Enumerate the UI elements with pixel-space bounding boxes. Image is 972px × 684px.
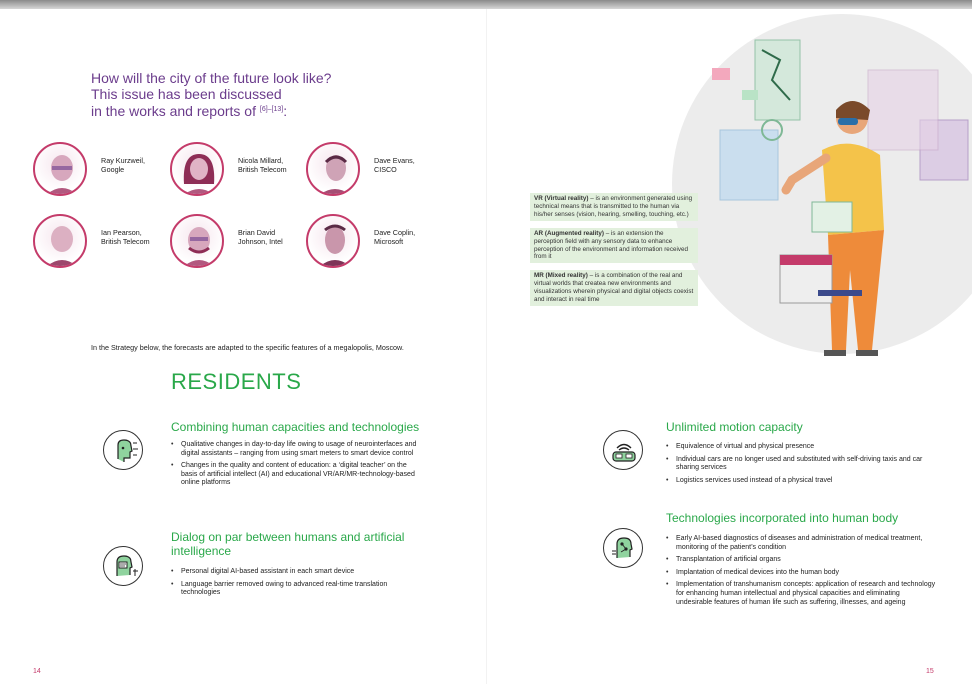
page-gutter xyxy=(486,9,487,684)
definition-term: AR (Augmented reality) xyxy=(534,229,604,237)
definition-text: – is a combination of the real and virtu… xyxy=(534,272,694,304)
person-name: Nicola Millard, xyxy=(238,156,284,165)
page-number-right: 15 xyxy=(926,668,934,675)
person-portrait xyxy=(170,142,224,196)
section-title: Unlimited motion capacity xyxy=(666,420,803,434)
person-name: Dave Coplin, xyxy=(374,228,416,237)
bullet-item: Early AI-based diagnostics of diseases a… xyxy=(666,535,936,552)
dialog-ai-icon xyxy=(103,546,143,586)
bullet-item: Equivalence of virtual and physical pres… xyxy=(666,443,936,452)
person-name: Dave Evans, xyxy=(374,156,415,165)
person-card: Ray Kurzweil,Google xyxy=(33,142,173,202)
definition-mr: MR (Mixed reality) – is a combination of… xyxy=(530,270,698,306)
definitions-panel: VR (Virtual reality) – is an environment… xyxy=(530,193,698,313)
question-refs: [6]–[13] xyxy=(259,106,284,113)
person-portrait xyxy=(306,142,360,196)
section-title: Technologies incorporated into human bod… xyxy=(666,511,899,525)
vr-user-illustration xyxy=(712,39,969,356)
implant-head-icon xyxy=(603,528,643,568)
bullet-item: Implementation of transhumanism concepts… xyxy=(666,581,936,607)
person-portrait xyxy=(33,142,87,196)
section-bullets: Personal digital AI-based assistant in e… xyxy=(171,568,421,602)
section-bullets: Equivalence of virtual and physical pres… xyxy=(666,443,936,489)
section-title: Dialog on par between humans and artific… xyxy=(171,530,405,558)
person-portrait xyxy=(306,214,360,268)
question-line-3-text: in the works and reports of xyxy=(91,103,260,119)
definition-text: – is an environment generated using tech… xyxy=(534,195,693,218)
bullet-item: Individual cars are no longer used and s… xyxy=(666,456,936,473)
definition-term: VR (Virtual reality) xyxy=(534,195,589,202)
person-org: CISCO xyxy=(374,165,397,174)
person-name: Brian David xyxy=(238,228,276,237)
human-tech-head-icon xyxy=(103,430,143,470)
question-line-3: in the works and reports of [6]–[13]: xyxy=(91,102,421,119)
top-toolbar-strip xyxy=(0,0,972,9)
bullet-item: Changes in the quality and content of ed… xyxy=(171,462,421,488)
question-tail: : xyxy=(283,103,288,119)
definition-term: MR (Mixed reality) xyxy=(534,272,588,280)
person-org: Microsoft xyxy=(374,237,404,246)
person-org: Johnson, Intel xyxy=(238,237,283,246)
person-name: Ian Pearson, xyxy=(101,228,142,237)
bullet-item: Personal digital AI-based assistant in e… xyxy=(171,568,421,577)
definition-text: – is an extension the perception field w… xyxy=(534,229,689,261)
intro-question: How will the city of the future look lik… xyxy=(91,70,421,119)
question-line-2: This issue has been discussed xyxy=(91,86,282,102)
person-org: British Telecom xyxy=(238,165,287,174)
person-card: Nicola Millard,British Telecom xyxy=(170,142,310,202)
person-org: Google xyxy=(101,165,125,174)
section-title: Combining human capacities and technolog… xyxy=(171,420,420,434)
section-bullets: Qualitative changes in day-to-day life o… xyxy=(171,441,421,492)
residents-heading: RESIDENTS xyxy=(171,369,302,394)
vr-headset-icon xyxy=(603,430,643,470)
person-card: Dave Coplin,Microsoft xyxy=(306,214,446,274)
definition-vr: VR (Virtual reality) – is an environment… xyxy=(530,193,698,221)
person-portrait xyxy=(33,214,87,268)
page-number-left: 14 xyxy=(33,668,41,675)
bullet-item: Transplantation of artificial organs xyxy=(666,556,936,565)
bullet-item: Language barrier removed owing to advanc… xyxy=(171,581,421,598)
bullet-item: Logistics services used instead of a phy… xyxy=(666,477,936,486)
question-line-1: How will the city of the future look lik… xyxy=(91,70,332,86)
bullet-item: Qualitative changes in day-to-day life o… xyxy=(171,441,421,458)
person-portrait xyxy=(170,214,224,268)
person-org: British Telecom xyxy=(101,237,150,246)
section-bullets: Early AI-based diagnostics of diseases a… xyxy=(666,535,936,611)
person-card: Ian Pearson,British Telecom xyxy=(33,214,173,274)
person-name: Ray Kurzweil, xyxy=(101,156,145,165)
bullet-item: Implantation of medical devices into the… xyxy=(666,569,936,578)
definition-ar: AR (Augmented reality) – is an extension… xyxy=(530,227,698,264)
strategy-note: In the Strategy below, the forecasts are… xyxy=(91,343,404,352)
person-card: Dave Evans,CISCO xyxy=(306,142,446,202)
